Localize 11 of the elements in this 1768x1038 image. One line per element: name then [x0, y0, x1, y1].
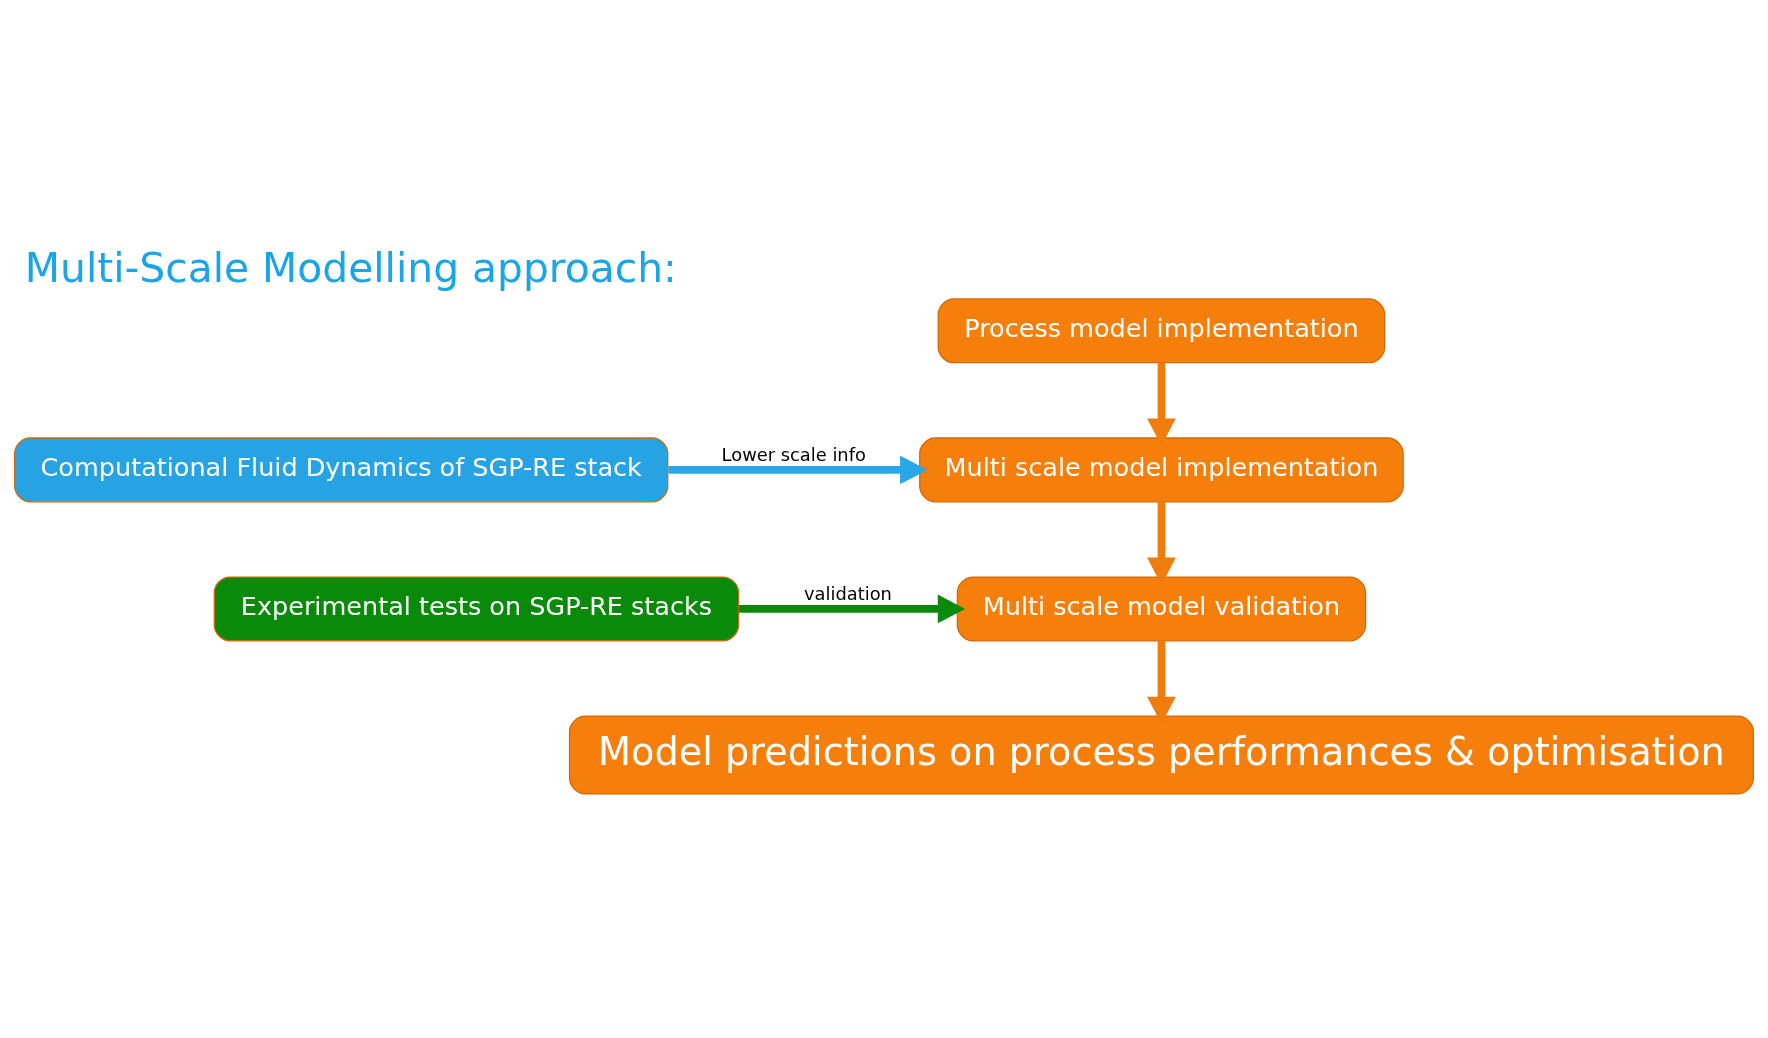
node-box: Process model implementation — [937, 298, 1386, 364]
edge-label: Lower scale info — [721, 444, 866, 466]
node-box: Experimental tests on SGP-RE stacks — [213, 576, 740, 642]
arrow — [668, 455, 928, 485]
node-box: Multi scale model validation — [956, 576, 1367, 642]
arrow — [738, 594, 966, 624]
node-box: Multi scale model implementation — [919, 437, 1404, 503]
edge-label: validation — [804, 583, 892, 605]
diagram-title: Multi-Scale Modelling approach: — [24, 243, 677, 292]
node-box: Model predictions on process performances & optimisation — [568, 715, 1754, 795]
node-box: Computational Fluid Dynamics of SGP-RE stack — [14, 437, 669, 503]
